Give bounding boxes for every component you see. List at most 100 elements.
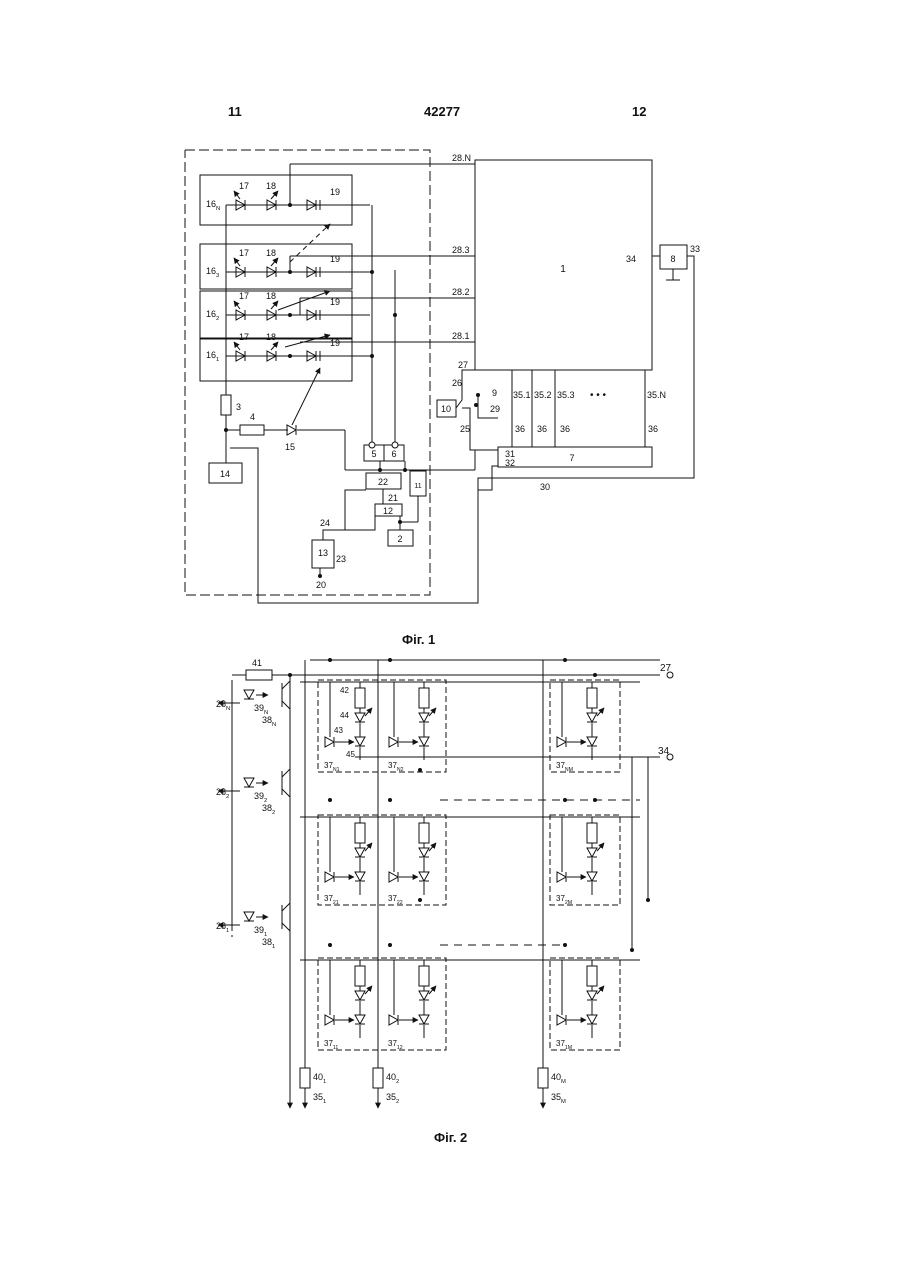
junction-dot bbox=[388, 943, 392, 947]
label: 30 bbox=[540, 482, 550, 492]
input-diode bbox=[557, 872, 566, 882]
light-arrow bbox=[234, 342, 240, 350]
port-28-label: 28N bbox=[216, 699, 230, 712]
indicator-led bbox=[419, 713, 429, 722]
block-12-label: 12 bbox=[383, 506, 393, 516]
label: 44 bbox=[340, 711, 349, 720]
resistor-42 bbox=[587, 823, 597, 843]
label-17: 17 bbox=[239, 181, 249, 191]
junction-dot bbox=[418, 768, 422, 772]
light-arrow bbox=[597, 986, 604, 994]
channel-label: 162 bbox=[206, 309, 219, 322]
junction-dot bbox=[388, 798, 392, 802]
junction-dot bbox=[630, 948, 634, 952]
block-6-label: 6 bbox=[391, 449, 396, 459]
cell-label: 37N2 bbox=[388, 761, 404, 773]
cell-label: 3722 bbox=[388, 894, 403, 906]
resistor-42 bbox=[587, 966, 597, 986]
input-diode bbox=[557, 1015, 566, 1025]
resistor-42 bbox=[419, 823, 429, 843]
resistor-42 bbox=[355, 966, 365, 986]
light-arrow bbox=[365, 843, 372, 851]
photo-diode bbox=[355, 872, 365, 881]
resistor-40 bbox=[538, 1068, 548, 1088]
wire bbox=[282, 789, 290, 797]
resistor-42 bbox=[355, 823, 365, 843]
cell-label: 3711 bbox=[324, 1039, 338, 1051]
label-19: 19 bbox=[330, 338, 340, 348]
wire bbox=[282, 769, 290, 777]
junction-dot bbox=[646, 898, 650, 902]
junction-dot bbox=[328, 943, 332, 947]
label: 36 bbox=[560, 424, 570, 434]
block-13-label: 13 bbox=[318, 548, 328, 558]
junction-dot bbox=[474, 403, 478, 407]
junction-dot bbox=[388, 658, 392, 662]
photo-diode bbox=[419, 737, 429, 746]
input-diode bbox=[325, 872, 334, 882]
label-19: 19 bbox=[330, 187, 340, 197]
resistor-label: 401 bbox=[313, 1072, 326, 1085]
label: 25 bbox=[460, 424, 470, 434]
junction-dot bbox=[370, 270, 374, 274]
label: 4 bbox=[250, 412, 255, 422]
terminal-27: 27 bbox=[660, 663, 672, 674]
photo-diode bbox=[587, 1015, 597, 1024]
label: 35.N bbox=[647, 390, 666, 400]
port-label: 28.N bbox=[452, 153, 471, 163]
label: 42 bbox=[340, 686, 349, 695]
label-17: 17 bbox=[239, 332, 249, 342]
indicator-led bbox=[587, 713, 597, 722]
block-10-label: 10 bbox=[441, 404, 451, 414]
light-arrow bbox=[271, 342, 278, 350]
light-arrow bbox=[597, 708, 604, 716]
input-diode bbox=[325, 1015, 334, 1025]
wire bbox=[282, 903, 290, 911]
light-arrow bbox=[285, 335, 330, 347]
label: 3 bbox=[236, 402, 241, 412]
label: 9 bbox=[492, 388, 497, 398]
junction-dot bbox=[288, 313, 292, 317]
light-arrow bbox=[365, 986, 372, 994]
indicator-led bbox=[419, 848, 429, 857]
light-arrow bbox=[234, 191, 240, 199]
junction-dot bbox=[593, 798, 597, 802]
label: 15 bbox=[285, 442, 295, 452]
label: 33 bbox=[690, 244, 700, 254]
wire bbox=[185, 150, 430, 595]
label: 29 bbox=[490, 404, 500, 414]
input-diode bbox=[325, 737, 334, 747]
wire bbox=[456, 370, 475, 408]
photo-diode bbox=[419, 872, 429, 881]
terminal bbox=[369, 442, 375, 448]
output-label: 352 bbox=[386, 1092, 399, 1105]
label: 20 bbox=[316, 580, 326, 590]
label: 21 bbox=[388, 493, 398, 503]
junction-dot bbox=[393, 313, 397, 317]
light-arrow bbox=[597, 843, 604, 851]
channel-label: 161 bbox=[206, 350, 219, 363]
junction-dot bbox=[476, 393, 480, 397]
port-28-label: 282 bbox=[216, 787, 229, 800]
resistor-40 bbox=[373, 1068, 383, 1088]
light-arrow bbox=[234, 258, 240, 266]
photo-diode bbox=[355, 1015, 365, 1024]
channel-label: 16N bbox=[206, 199, 220, 212]
label: 36 bbox=[648, 424, 658, 434]
port-label: 28.3 bbox=[452, 245, 470, 255]
label: 41 bbox=[252, 658, 262, 668]
label-17: 17 bbox=[239, 291, 249, 301]
junction-dot bbox=[563, 658, 567, 662]
indicator-led bbox=[355, 848, 365, 857]
indicator-led bbox=[355, 991, 365, 1000]
label: 27 bbox=[458, 360, 468, 370]
input-diode bbox=[389, 872, 398, 882]
resistor-42 bbox=[419, 688, 429, 708]
wire bbox=[334, 510, 375, 530]
opto-led bbox=[244, 912, 254, 921]
junction-dot bbox=[328, 798, 332, 802]
wire bbox=[323, 490, 366, 540]
cell-group-frame bbox=[550, 680, 620, 772]
resistor-42 bbox=[419, 966, 429, 986]
